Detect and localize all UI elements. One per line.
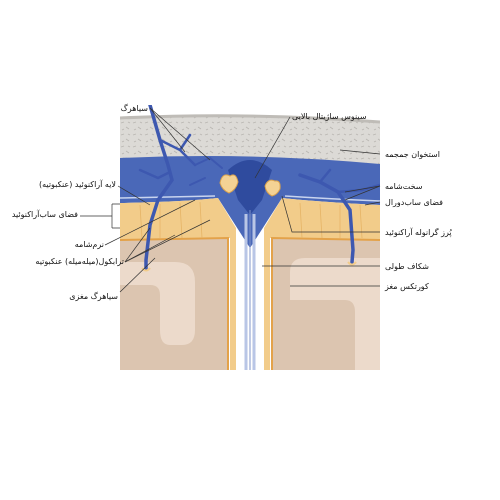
label-subarachnoid-space: فضای ساب‌آراکنوئید (11, 210, 78, 219)
arachnoid-granulation-left (219, 174, 239, 194)
pia-mater-right (271, 236, 380, 370)
bridging-vein-right (298, 173, 355, 264)
bridging-vein-left (144, 105, 174, 270)
superior-sagittal-sinus (228, 160, 272, 215)
label-pia-mater: نرم‌شامه (74, 240, 104, 249)
arachnoid-trabeculae (139, 201, 363, 239)
label-superior-sagittal-sinus: سینوس ساژیتال بالایی (292, 112, 367, 121)
label-vein: سیاهرگ (120, 104, 148, 113)
label-subdural-space: فضای ساب‌دورال (385, 198, 443, 207)
label-cerebral-vein: سیاهرگ مغزی (69, 292, 118, 301)
gyrus-fold-left (120, 262, 195, 345)
label-cerebral-cortex: کورتکس مغز (385, 282, 429, 291)
arachnoid-granulation-right (264, 179, 281, 197)
subdural-space-line (120, 195, 216, 199)
label-arachnoid-trabeculae: ترابکول(میله‌میله) عنکبوتیه (35, 257, 124, 266)
pia-mater-left (120, 236, 229, 370)
label-longitudinal-fissure: شکاف طولی (385, 262, 429, 271)
label-arachnoid-granulation: پُرز گرانوله آراکنوئید (385, 228, 452, 237)
subarachnoid-space (120, 198, 380, 370)
label-dura-mater: سخت‌شامه (385, 182, 423, 191)
label-arachnoid-layer: لایه آراکنوئید (عنکبوتیه) (39, 180, 116, 189)
leader-lines (80, 107, 381, 293)
label-skull: استخوان جمجمه (385, 150, 440, 159)
skull-bone (120, 115, 380, 165)
longitudinal-fissure (244, 214, 256, 370)
